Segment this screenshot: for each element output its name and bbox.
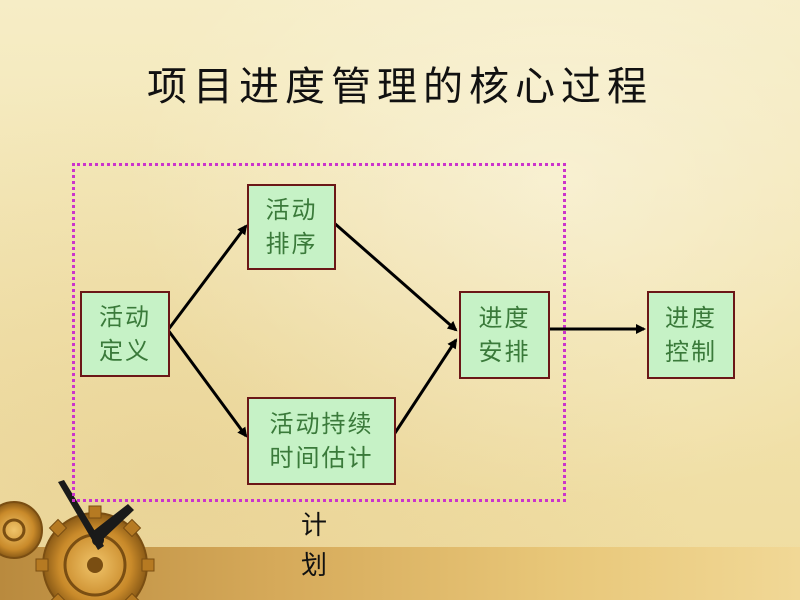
node-schedule-development: 进度 安排 xyxy=(459,291,550,379)
node-activity-duration-line1: 活动持续 xyxy=(269,410,374,438)
planning-label-char2: 划 xyxy=(300,551,327,581)
node-activity-definition-line2: 定义 xyxy=(99,337,151,365)
planning-label-char1: 计 xyxy=(300,511,327,541)
node-schedule-development-line2: 安排 xyxy=(478,338,531,366)
gear-large-icon xyxy=(35,505,155,600)
gears-decoration xyxy=(0,480,155,600)
node-schedule-control-line2: 控制 xyxy=(665,338,717,366)
node-activity-sequencing-line2: 排序 xyxy=(265,230,318,258)
clock-hands-icon xyxy=(58,480,134,550)
node-schedule-control: 进度 控制 xyxy=(647,291,735,379)
arrow-sequence-to-schedule xyxy=(332,220,458,332)
node-activity-sequencing: 活动 排序 xyxy=(247,184,336,270)
gear-small-icon xyxy=(0,501,43,559)
node-activity-definition-line1: 活动 xyxy=(99,303,151,331)
node-activity-sequencing-line1: 活动 xyxy=(265,196,318,224)
arrow-duration-to-schedule xyxy=(391,338,458,437)
planning-group-label: 计 划 xyxy=(294,506,334,586)
page-title: 项目进度管理的核心过程 xyxy=(147,64,653,110)
node-activity-duration-estimating: 活动持续 时间估计 xyxy=(247,397,396,485)
node-schedule-development-line1: 进度 xyxy=(478,304,531,332)
arrow-define-to-sequence xyxy=(166,224,248,331)
node-schedule-control-line1: 进度 xyxy=(665,304,717,332)
arrow-define-to-duration xyxy=(166,329,248,438)
node-activity-duration-line2: 时间估计 xyxy=(269,444,374,472)
node-activity-definition: 活动 定义 xyxy=(80,291,170,377)
planning-group-frame xyxy=(72,163,566,502)
